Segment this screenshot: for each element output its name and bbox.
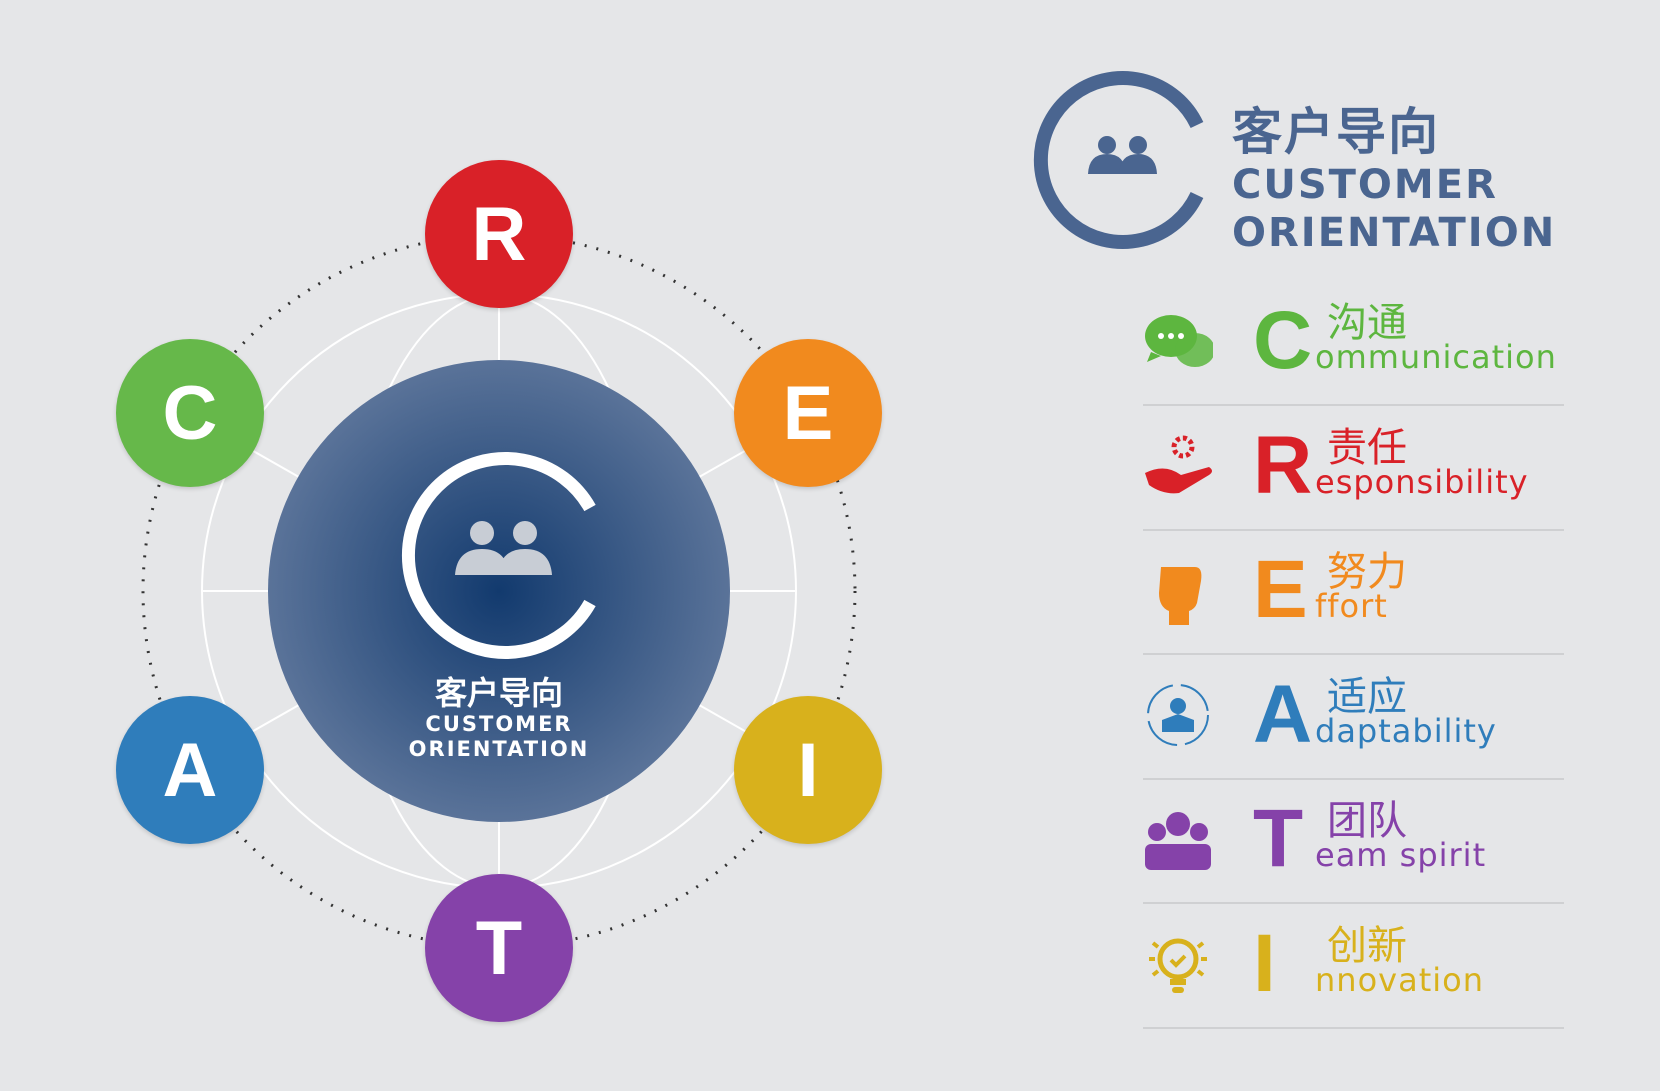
node-letter: T xyxy=(475,905,523,991)
center-title-zh: 客户导向 xyxy=(434,674,563,712)
divider xyxy=(1143,777,1564,780)
value-zh: 沟通 xyxy=(1327,300,1407,346)
value-zh: 团队 xyxy=(1327,798,1407,845)
value-row-ommunication: C 沟通 ommunication xyxy=(1143,282,1564,406)
value-zh: 责任 xyxy=(1327,424,1407,471)
people-icon xyxy=(1088,136,1157,174)
team-icon xyxy=(1145,812,1211,871)
value-zh: 适应 xyxy=(1327,673,1407,720)
node-e: E xyxy=(734,339,882,487)
center-title-en-1: CUSTOMER xyxy=(425,712,573,736)
node-letter: E xyxy=(782,370,834,456)
value-row-daptability: A 适应 daptability xyxy=(1143,656,1564,780)
value-initial: A xyxy=(1253,668,1313,760)
header-c-logo xyxy=(1033,71,1204,249)
value-en: esponsibility xyxy=(1315,462,1529,501)
person-cycle-icon xyxy=(1147,683,1209,746)
people-icon xyxy=(455,521,552,575)
node-a: A xyxy=(116,696,264,844)
value-row-nnovation: I 创新 nnovation xyxy=(1143,905,1564,1029)
node-letter: A xyxy=(162,727,218,813)
hand-gear-icon xyxy=(1145,435,1212,493)
value-initial: R xyxy=(1253,419,1313,511)
node-letter: I xyxy=(797,727,819,813)
value-en: nnovation xyxy=(1315,961,1484,999)
node-t: T xyxy=(425,874,573,1022)
node-r: R xyxy=(425,160,573,308)
value-initial: I xyxy=(1253,918,1276,1009)
header-title-en-1: CUSTOMER xyxy=(1232,162,1498,208)
value-en: ffort xyxy=(1315,587,1388,626)
value-en: ommunication xyxy=(1315,338,1557,376)
center-circle xyxy=(268,360,730,822)
divider xyxy=(1143,528,1564,531)
divider xyxy=(1143,902,1564,905)
value-row-esponsibility: R 责任 esponsibility xyxy=(1143,407,1564,531)
globe-ring-diagram xyxy=(141,233,857,949)
value-initial: T xyxy=(1253,793,1304,885)
header-title-en-2: ORIENTATION xyxy=(1232,210,1557,256)
value-zh: 努力 xyxy=(1327,549,1407,596)
node-letter: C xyxy=(162,370,218,456)
value-zh: 创新 xyxy=(1327,923,1407,969)
value-initial: C xyxy=(1253,295,1313,386)
node-c: C xyxy=(116,339,264,487)
value-en: eam spirit xyxy=(1315,836,1487,875)
value-en: daptability xyxy=(1315,711,1497,750)
header-title-zh: 客户导向 xyxy=(1232,103,1440,161)
value-row-eam-spirit: T 团队 eam spirit xyxy=(1143,780,1564,905)
value-row-ffort: E 努力 ffort xyxy=(1143,531,1564,656)
center-c-logo xyxy=(402,452,596,659)
node-i: I xyxy=(734,696,882,844)
dotted-orbit xyxy=(141,233,857,949)
lightbulb-icon xyxy=(1149,938,1207,993)
divider xyxy=(1143,653,1564,656)
divider xyxy=(1143,404,1564,406)
chat-bubbles-icon xyxy=(1145,315,1213,367)
divider xyxy=(1143,1027,1564,1029)
center-title-en-2: ORIENTATION xyxy=(408,737,590,761)
fist-icon xyxy=(1159,567,1202,626)
node-letter: R xyxy=(471,191,527,277)
value-initial: E xyxy=(1253,544,1308,636)
